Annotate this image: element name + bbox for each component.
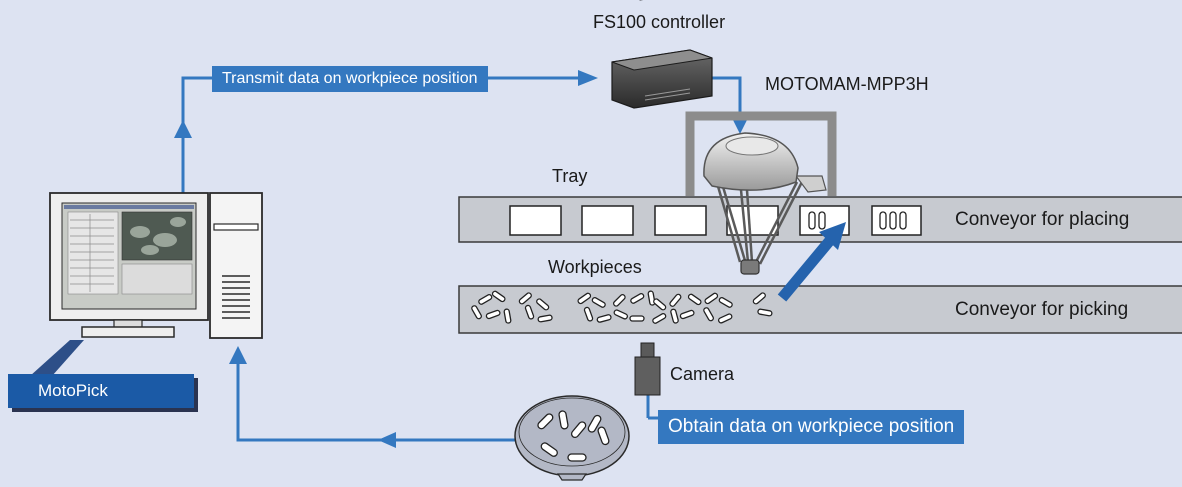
- pc-drive-bay: [214, 224, 258, 230]
- tray-slot-4: [727, 206, 778, 235]
- motopick-callout-pointer: [30, 340, 84, 376]
- camera-label: Camera: [670, 364, 734, 385]
- monitor-screen-content: [64, 205, 194, 294]
- flow-arrow-pc-to-controller: [183, 78, 580, 195]
- tray-slot-3: [655, 206, 706, 235]
- motopick-label: MotoPick: [8, 374, 194, 408]
- robot-end-effector: [741, 260, 759, 274]
- tray-label: Tray: [552, 166, 587, 187]
- arrowhead-right-controller: [578, 70, 598, 86]
- arrowhead-left-pc: [378, 432, 396, 448]
- robot-label: MOTOMAM-MPP3H: [765, 74, 929, 95]
- conveyor-placing-label: Conveyor for placing: [955, 209, 1129, 231]
- placed-parts-slot-6: [880, 212, 906, 229]
- workpieces-label: Workpieces: [548, 257, 642, 278]
- obtain-data-label: Obtain data on workpiece position: [658, 410, 964, 444]
- camera-mount: [641, 343, 654, 357]
- pc-tower: [210, 193, 262, 338]
- tray-slot-1: [510, 206, 561, 235]
- robot-top-cap: [726, 137, 778, 155]
- flow-arrow-camera-to-pc: [238, 364, 522, 440]
- conveyor-picking-label: Conveyor for picking: [955, 299, 1128, 321]
- arrowhead-up-pc-bottom: [229, 346, 247, 364]
- controller-label: FS100 controller: [593, 12, 725, 33]
- tray-slot-2: [582, 206, 633, 235]
- camera-image: [515, 396, 629, 480]
- monitor-stand-base: [82, 327, 174, 337]
- transmit-data-label: Transmit data on workpiece position: [212, 66, 488, 92]
- arrowhead-up-pc: [174, 120, 192, 138]
- camera-body: [635, 357, 660, 395]
